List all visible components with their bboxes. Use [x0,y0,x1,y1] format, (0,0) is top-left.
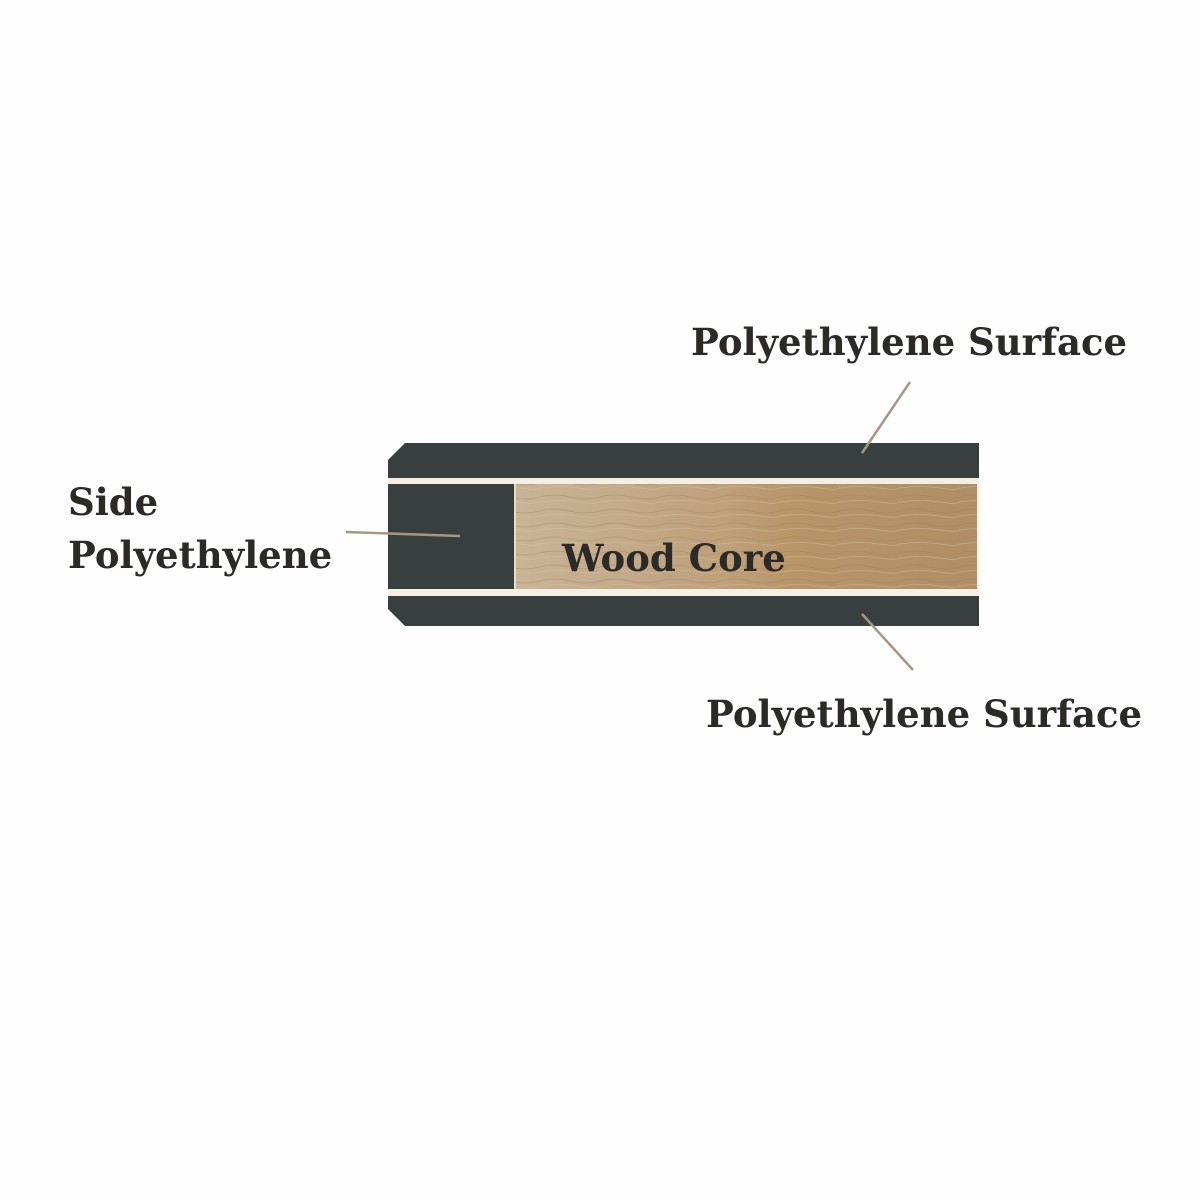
leader-line-side [345,530,461,538]
label-polyethylene-surface-top: Polyethylene Surface [691,320,1127,364]
label-wood-core: Wood Core [561,536,786,580]
leader-line-top-surface [860,381,912,454]
top-surface-layer [388,443,979,478]
top-separator-line [388,478,979,484]
wood-core-grain [516,484,979,589]
bottom-surface-layer [388,596,979,626]
label-polyethylene-surface-bottom: Polyethylene Surface [706,692,1142,736]
wood-core-right-edge [977,484,979,589]
label-side: Side [68,480,158,524]
bottom-separator-line [388,589,979,596]
label-polyethylene-side: Polyethylene [68,533,332,577]
leader-line-bottom-surface [861,613,914,671]
wood-core-edge [514,484,516,589]
